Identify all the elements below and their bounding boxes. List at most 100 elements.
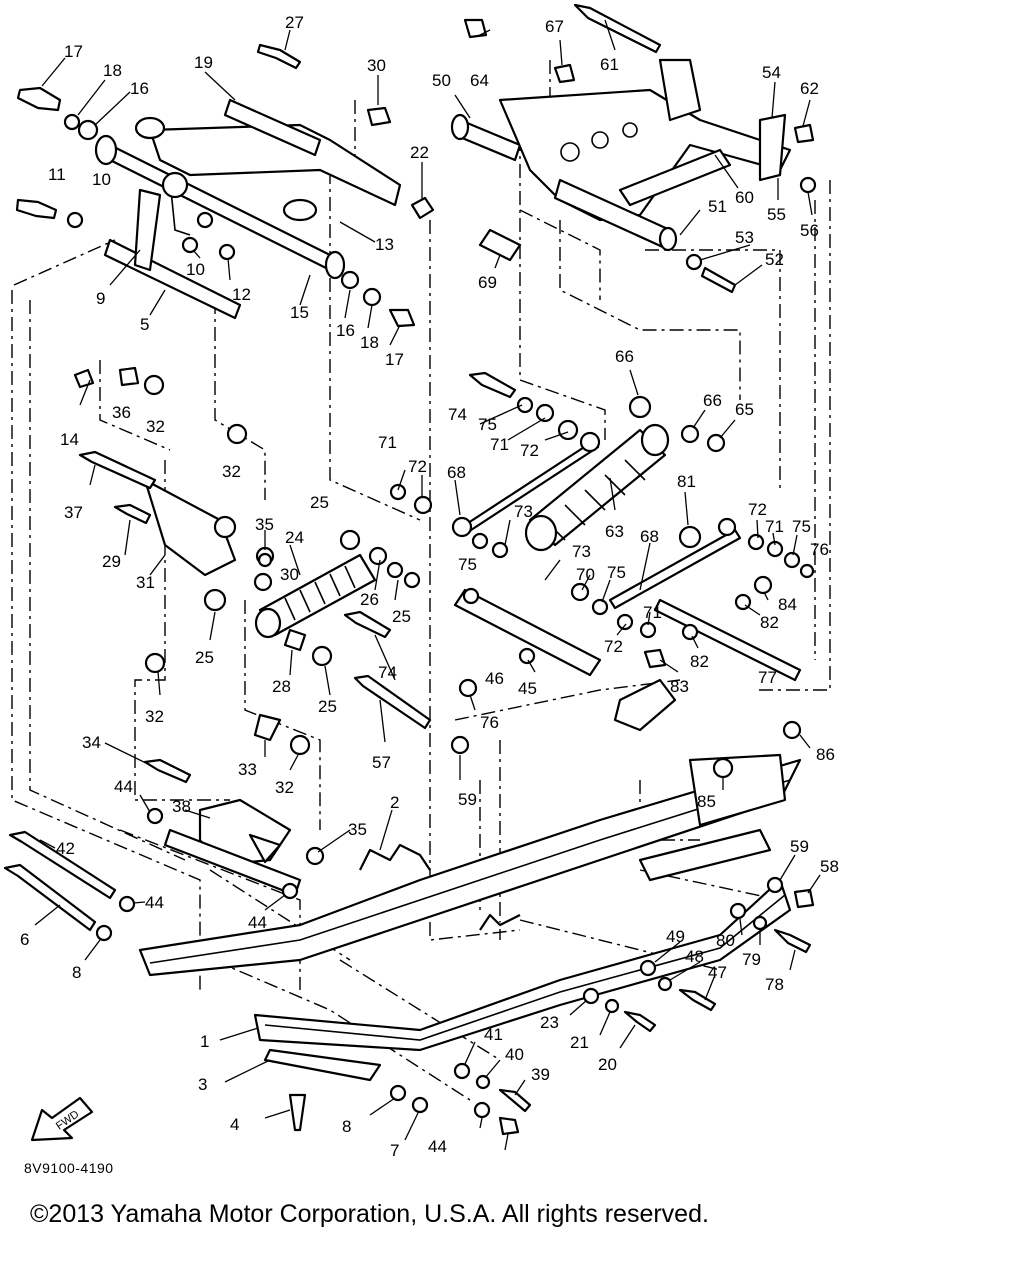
callout-69: 69: [478, 273, 497, 292]
callout-10: 10: [92, 170, 111, 189]
callout-17b: 17: [385, 350, 404, 369]
callout-81: 81: [677, 472, 696, 491]
callout-61: 61: [600, 55, 619, 74]
callout-10b: 10: [186, 260, 205, 279]
callout-84: 84: [778, 595, 797, 614]
callout-66a: 66: [615, 347, 634, 366]
callout-74b: 74: [448, 405, 467, 424]
callout-71a: 71: [490, 435, 509, 454]
callout-numbers: 17 18 16 19 27 30 22 13 15 16 18 17 11 1…: [20, 13, 839, 1160]
copyright-notice: ©2013 Yamaha Motor Corporation, U.S.A. A…: [30, 1200, 709, 1228]
diagram-reference-code: 8V9100-4190: [24, 1160, 114, 1176]
callout-58: 58: [820, 857, 839, 876]
callout-39: 39: [531, 1065, 550, 1084]
callout-72d: 72: [604, 637, 623, 656]
callout-26: 26: [360, 590, 379, 609]
callout-73a: 73: [514, 502, 533, 521]
callout-66b: 66: [703, 391, 722, 410]
callout-79: 79: [742, 950, 761, 969]
rear-shock-assembly: [453, 423, 802, 682]
callout-75d: 75: [607, 563, 626, 582]
callout-71c: 71: [765, 517, 784, 536]
callout-59b: 59: [790, 837, 809, 856]
callout-30: 30: [367, 56, 386, 75]
callout-34: 34: [82, 733, 101, 752]
exploded-parts-diagram: FWD: [3, 3, 839, 1160]
callout-24: 24: [285, 528, 304, 547]
callout-21: 21: [570, 1033, 589, 1052]
callout-50: 50: [432, 71, 451, 90]
callout-14: 14: [60, 430, 79, 449]
callout-70: 70: [576, 565, 595, 584]
callout-71d: 71: [643, 603, 662, 622]
callout-44b: 44: [145, 893, 164, 912]
callout-35a: 35: [255, 515, 274, 534]
callout-7: 7: [390, 1141, 399, 1160]
callout-30b: 30: [280, 565, 299, 584]
callout-28: 28: [272, 677, 291, 696]
callout-1: 1: [200, 1032, 209, 1051]
callout-85: 85: [697, 792, 716, 811]
callout-20: 20: [598, 1055, 617, 1074]
callout-32a: 32: [146, 417, 165, 436]
callout-72b: 72: [408, 457, 427, 476]
callout-65: 65: [735, 400, 754, 419]
assembly-guide-lines: [11, 60, 831, 1101]
callout-32b: 32: [222, 462, 241, 481]
callout-77: 77: [758, 668, 777, 687]
callout-11: 11: [48, 165, 66, 184]
callout-67: 67: [545, 17, 564, 36]
callout-19: 19: [194, 53, 213, 72]
callout-82b: 82: [690, 652, 709, 671]
callout-25b: 25: [392, 607, 411, 626]
callout-62: 62: [800, 79, 819, 98]
callout-76a: 76: [810, 540, 829, 559]
callout-51: 51: [708, 197, 727, 216]
callout-15: 15: [290, 303, 309, 322]
callout-18: 18: [103, 61, 122, 80]
callout-57: 57: [372, 753, 391, 772]
leader-lines: [34, 19, 821, 1151]
callout-49: 49: [666, 927, 685, 946]
callout-52: 52: [765, 250, 784, 269]
callout-12: 12: [232, 285, 251, 304]
callout-60: 60: [735, 188, 754, 207]
callout-55: 55: [767, 205, 786, 224]
callout-74a: 74: [378, 663, 397, 682]
callout-68b: 68: [640, 527, 659, 546]
callout-18b: 18: [360, 333, 379, 352]
rear-arm-assembly: [450, 58, 792, 262]
callout-35b: 35: [348, 820, 367, 839]
callout-48: 48: [685, 947, 704, 966]
callout-72c: 72: [748, 500, 767, 519]
callout-86: 86: [816, 745, 835, 764]
callout-27: 27: [285, 13, 304, 32]
callout-75a: 75: [478, 415, 497, 434]
callout-23: 23: [540, 1013, 559, 1032]
callout-33: 33: [238, 760, 257, 779]
callout-44d: 44: [428, 1137, 447, 1156]
callout-44c: 44: [248, 913, 267, 932]
callout-83: 83: [670, 677, 689, 696]
callout-42: 42: [56, 839, 75, 858]
callout-16b: 16: [336, 321, 355, 340]
callout-25a: 25: [310, 493, 329, 512]
callout-63: 63: [605, 522, 624, 541]
callout-59a: 59: [458, 790, 477, 809]
callout-4: 4: [230, 1115, 239, 1134]
callout-54: 54: [762, 63, 781, 82]
front-shock-assembly: [143, 478, 377, 756]
callout-40: 40: [505, 1045, 524, 1064]
callout-37: 37: [64, 503, 83, 522]
callout-9: 9: [96, 289, 105, 308]
callout-3: 3: [198, 1075, 207, 1094]
callout-64: 64: [470, 71, 489, 90]
slide-rails: [138, 678, 802, 1082]
callout-76b: 76: [480, 713, 499, 732]
callout-16: 16: [130, 79, 149, 98]
callout-38: 38: [172, 797, 191, 816]
callout-56: 56: [800, 221, 819, 240]
callout-41: 41: [484, 1025, 503, 1044]
callout-53: 53: [735, 228, 754, 247]
callout-73b: 73: [572, 542, 591, 561]
